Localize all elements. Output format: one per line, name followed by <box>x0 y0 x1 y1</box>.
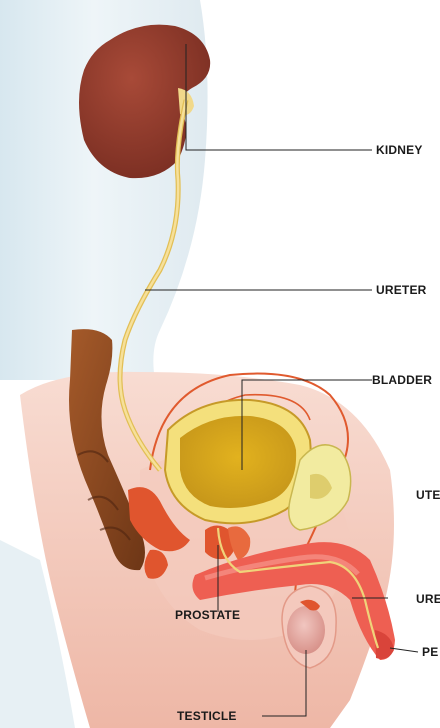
bladder-wall <box>180 416 296 508</box>
label-urethra-partial: URE <box>416 592 440 606</box>
label-bladder: BLADDER <box>372 373 432 387</box>
label-ureter: URETER <box>376 283 427 297</box>
label-penis-partial: PE <box>422 645 438 659</box>
label-kidney: KIDNEY <box>376 143 423 157</box>
kidney-leader <box>186 44 372 150</box>
label-testicle: TESTICLE <box>177 709 237 723</box>
label-prostate: PROSTATE <box>175 608 240 622</box>
label-uterus-partial: UTE <box>416 488 440 502</box>
penis-leader <box>390 648 418 652</box>
testicle <box>287 606 325 654</box>
